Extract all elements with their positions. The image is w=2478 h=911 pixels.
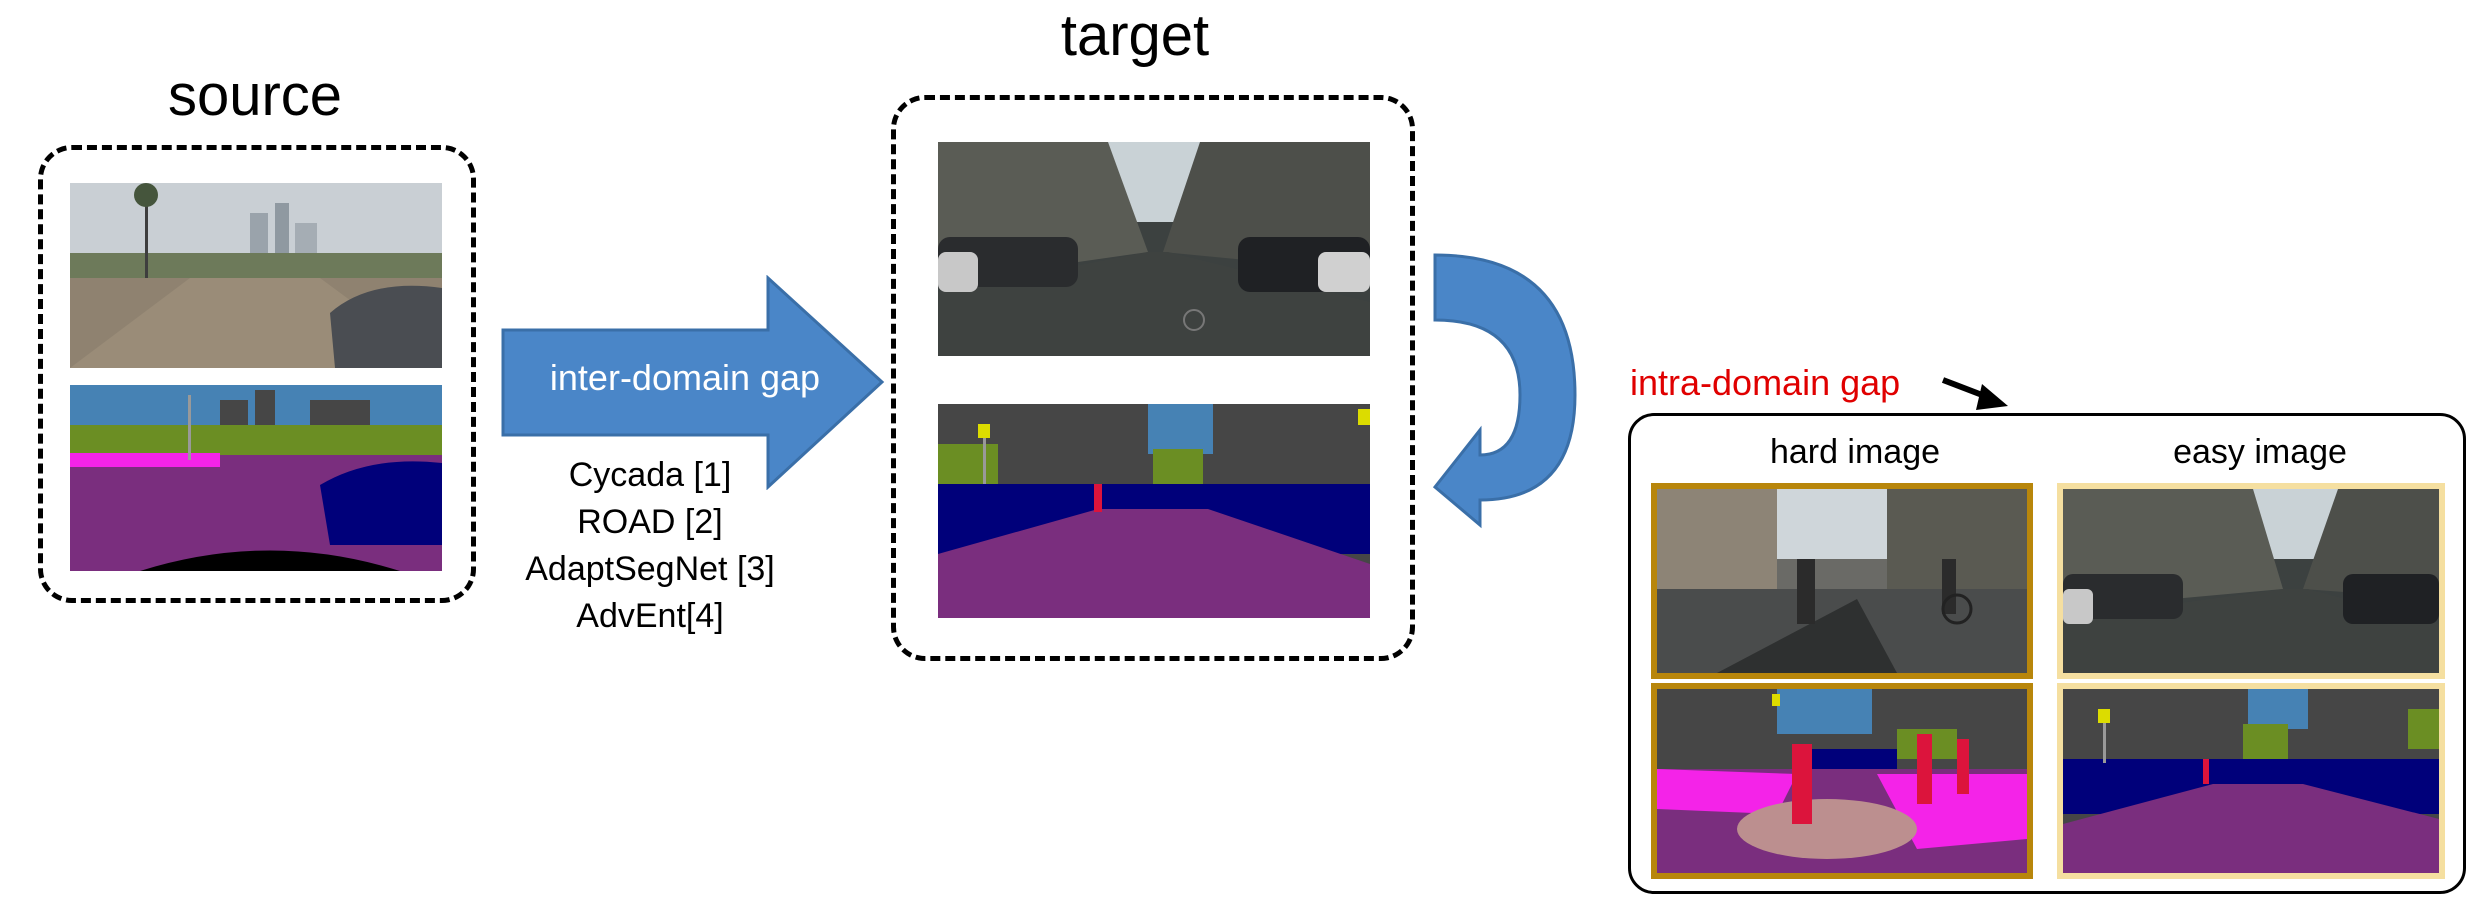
easy-image-label: easy image	[2173, 433, 2347, 471]
target-segmentation	[938, 404, 1370, 618]
target-title: target	[1060, 3, 1210, 68]
method-cycada: Cycada [1]	[568, 456, 732, 494]
intra-box	[1628, 413, 2466, 894]
method-road: ROAD [2]	[577, 503, 723, 541]
source-photo	[70, 183, 442, 368]
hard-segmentation-frame	[1651, 683, 2033, 879]
target-photo	[938, 142, 1370, 356]
source-title: source	[167, 63, 343, 128]
hard-photo-frame	[1651, 483, 2033, 679]
intra-domain-label: intra-domain gap	[1630, 362, 1901, 403]
intra-pointer-arrow	[1941, 377, 2008, 410]
hard-segmentation	[1657, 689, 2027, 873]
inter-methods-list: Cycada [1] ROAD [2] AdaptSegNet [3] AdvE…	[500, 452, 800, 640]
method-advent: AdvEnt[4]	[576, 597, 724, 635]
source-box	[38, 145, 476, 603]
inter-domain-label: inter-domain gap	[549, 357, 821, 398]
easy-segmentation	[2063, 689, 2439, 873]
easy-photo	[2063, 489, 2439, 673]
hard-photo	[1657, 489, 2027, 673]
hard-image-label: hard image	[1769, 433, 1941, 471]
inter-domain-arrow	[501, 275, 885, 490]
easy-photo-frame	[2057, 483, 2445, 679]
easy-segmentation-frame	[2057, 683, 2445, 879]
method-adaptsegnet: AdaptSegNet [3]	[525, 550, 775, 588]
target-box	[891, 95, 1415, 661]
intra-domain-curved-arrow	[1432, 253, 1577, 529]
source-segmentation	[70, 385, 442, 571]
